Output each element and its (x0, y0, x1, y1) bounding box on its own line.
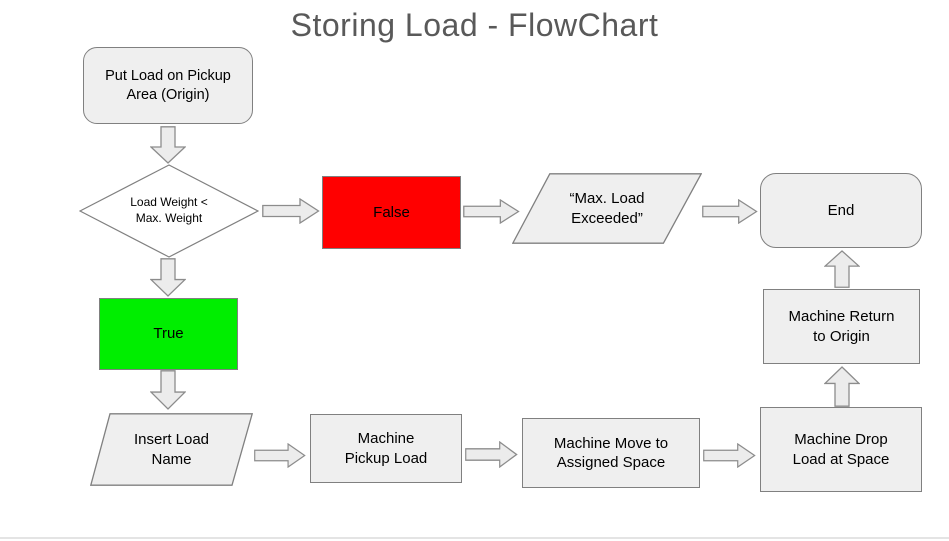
node-decision: Load Weight < Max. Weight (79, 164, 259, 258)
node-pickup: Machine Pickup Load (310, 414, 462, 483)
node-drop: Machine Drop Load at Space (760, 407, 922, 492)
node-drop-label: Machine Drop Load at Space (792, 431, 890, 468)
arrow-up-drop-to-return-icon (824, 366, 860, 407)
node-start-label: Put Load on Pickup Area (Origin) (105, 67, 231, 103)
arrow-down-start-to-decision-icon (150, 126, 186, 164)
arrow-up-return-to-end-icon (824, 250, 860, 288)
arrow-right-false-to-message-icon (463, 199, 520, 224)
node-max-load-message: “Max. Load Exceeded” (512, 173, 702, 244)
arrow-right-insert-to-pickup-icon (254, 443, 306, 468)
arrow-right-move-to-drop-icon (703, 443, 756, 468)
node-true-label: True (153, 325, 184, 343)
arrow-right-decision-to-false-icon (262, 198, 320, 224)
node-max-load-message-label: “Max. Load Exceeded” (569, 190, 645, 227)
node-move-label: Machine Move to Assigned Space (553, 434, 669, 472)
node-false: False (322, 176, 461, 249)
node-pickup-label: Machine Pickup Load (344, 430, 428, 467)
node-return-label: Machine Return to Origin (788, 308, 895, 345)
arrow-down-decision-to-true-icon (150, 258, 186, 297)
node-insert-load-label: Insert Load Name (133, 431, 210, 468)
arrow-right-pickup-to-move-icon (465, 441, 518, 468)
bottom-divider (0, 537, 949, 539)
node-start: Put Load on Pickup Area (Origin) (83, 47, 253, 124)
node-decision-label: Load Weight < Max. Weight (130, 195, 208, 225)
node-end: End (760, 173, 922, 248)
decision-diamond-shape (79, 164, 259, 258)
page-title: Storing Load - FlowChart (290, 7, 659, 43)
node-false-label: False (373, 203, 410, 221)
insert-load-parallelogram-shape (90, 413, 253, 486)
node-return: Machine Return to Origin (763, 289, 920, 364)
node-move: Machine Move to Assigned Space (522, 418, 700, 488)
node-true: True (99, 298, 238, 370)
node-insert-load: Insert Load Name (90, 413, 253, 486)
max-load-parallelogram-shape (512, 173, 702, 244)
arrow-down-true-to-insert-icon (150, 370, 186, 410)
node-end-label: End (827, 201, 855, 219)
arrow-right-message-to-end-icon (702, 199, 758, 224)
